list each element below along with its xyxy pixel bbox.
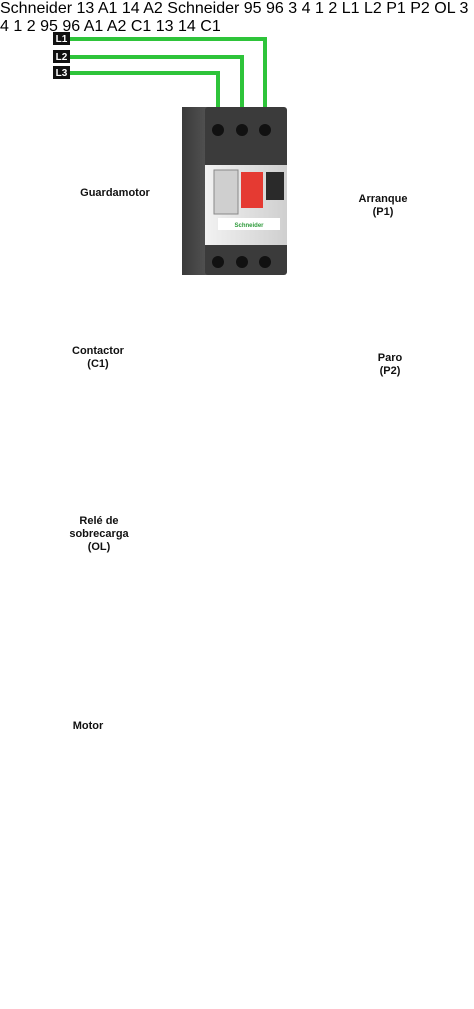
line-tag-l2: L2 [53, 50, 70, 63]
label-motor: Motor [72, 720, 104, 732]
label-n96: 96 [62, 18, 81, 35]
node-l1-label: L1 [341, 0, 360, 17]
line-label-l1: L1 [56, 34, 68, 45]
p1-terminal-3-label: 3 [288, 0, 298, 17]
p1-terminal-4-label: 4 [301, 0, 311, 17]
label-coil-c1: C1 [200, 18, 221, 35]
label-c1-contact: C1 [130, 18, 152, 35]
line-tag-l1: L1 [53, 32, 70, 45]
wire-l1 [70, 37, 267, 128]
node-l2-label: L2 [363, 0, 382, 17]
p2-terminal-2-label: 2 [328, 0, 338, 17]
schematic-labels: P1 P2 OL 3 4 1 2 95 96 A1 A2 C1 13 14 C1 [0, 0, 468, 35]
terminal-96-label: 96 [266, 0, 284, 17]
terminal-p1-3: 3 [288, 0, 301, 17]
label-a2: A2 [106, 18, 127, 35]
label-guardamotor: Guardamotor [80, 187, 150, 199]
label-n95: 95 [40, 18, 58, 35]
node-l2: L2 P1 P2 OL 3 4 1 2 95 96 A1 A2 C1 13 14… [0, 0, 468, 732]
label-n13: 13 [155, 18, 174, 35]
terminal-96: 96 [266, 0, 288, 17]
wire-l2 [70, 55, 244, 128]
line-tag-l3: L3 [53, 66, 70, 79]
terminal-14-label: 14 [121, 0, 140, 17]
terminal-14: 14 [122, 0, 143, 17]
contactor-device: Schneider [0, 0, 73, 17]
label-paro: Paro (P2) [377, 352, 403, 377]
label-p1: P1 [386, 0, 406, 17]
label-n4: 4 [0, 18, 9, 35]
label-arranque: Arranque (P1) [358, 193, 408, 218]
overload-relay-device: Schneider [167, 0, 240, 17]
label-contactor: Contactor (C1) [72, 345, 124, 370]
terminal-13-label: 13 [76, 0, 95, 17]
line-label-l3: L3 [56, 68, 68, 79]
terminal-a1-label: A1 [97, 0, 118, 17]
label-n1: 1 [13, 18, 23, 35]
terminal-95-label: 95 [243, 0, 262, 17]
p2-terminal-1-label: 1 [315, 0, 324, 17]
terminal-a2: A2 [143, 0, 167, 17]
label-rele: Relé de sobrecarga (OL) [69, 515, 129, 553]
terminal-p2-2: 2 [328, 0, 341, 17]
terminal-95: 95 [244, 0, 266, 17]
terminal-p1-4: 4 [302, 0, 315, 17]
svg-text:Schneider: Schneider [234, 223, 264, 229]
guardamotor-device: Schneider [182, 107, 287, 275]
terminal-a2-label: A2 [143, 0, 163, 17]
line-label-l2: L2 [56, 52, 68, 63]
label-p2: P2 [410, 0, 430, 17]
label-n14: 14 [178, 18, 196, 35]
label-n3: 3 [459, 0, 469, 17]
node-l1: L1 L2 P1 P2 OL 3 4 1 2 95 96 A1 A2 C1 13… [0, 0, 468, 732]
label-ol: OL [434, 0, 456, 17]
terminal-p2-1: 1 [315, 0, 328, 17]
label-n2: 2 [26, 18, 36, 35]
terminal-13: 13 [77, 0, 98, 17]
label-a1: A1 [83, 18, 104, 35]
terminal-a1: A1 [98, 0, 122, 17]
